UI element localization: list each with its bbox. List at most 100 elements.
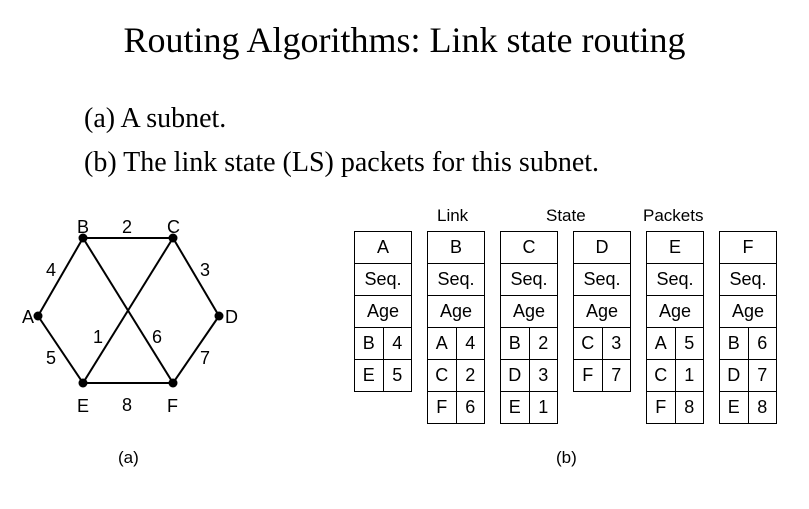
edge-a-b	[37, 237, 84, 317]
packet-link-row: E 5	[355, 360, 411, 392]
edge-c-d	[172, 237, 220, 317]
cost: 5	[684, 333, 695, 353]
packet-age: Age	[501, 296, 557, 328]
weight-a-b: 4	[46, 260, 56, 280]
cost: 8	[757, 397, 768, 417]
packet-router: C	[501, 232, 557, 264]
cost: 5	[392, 365, 403, 385]
packet-router: E	[647, 232, 703, 264]
packet-link-row: A 5	[647, 328, 703, 360]
cost: 6	[757, 333, 768, 353]
neighbor: D	[501, 360, 530, 391]
weight-c-d: 3	[200, 260, 210, 280]
cost: 7	[611, 365, 622, 385]
packet-age: Age	[574, 296, 630, 328]
ls-packet-e: E Seq. Age A 5 C 1 F 8	[646, 231, 704, 424]
node-f	[168, 378, 178, 388]
subnet-graph: A B C D E F 4 2 3 5 7 8 1 6	[22, 217, 238, 416]
cost: 6	[465, 397, 476, 417]
packet-seq: Seq.	[501, 264, 557, 296]
node-label-b: B	[77, 217, 89, 237]
neighbor: F	[428, 392, 457, 423]
ls-packet-b: B Seq. Age A 4 C 2 F 6	[427, 231, 485, 424]
neighbor: A	[428, 328, 457, 359]
bullet-ls-packets: (b) The link state (LS) packets for this…	[84, 147, 600, 178]
header-packets: Packets	[643, 206, 704, 225]
header-state: State	[546, 206, 586, 225]
weight-b-c: 2	[122, 217, 132, 237]
packet-router: A	[355, 232, 411, 264]
node-a	[33, 311, 43, 321]
packet-router: F	[720, 232, 776, 264]
packet-link-row: E 1	[501, 392, 557, 424]
neighbor: C	[428, 360, 457, 391]
packet-seq: Seq.	[720, 264, 776, 296]
packet-router: D	[574, 232, 630, 264]
neighbor: C	[574, 328, 603, 359]
neighbor: F	[574, 360, 603, 391]
packet-link-row: B 6	[720, 328, 776, 360]
neighbor: B	[355, 328, 384, 359]
header-link: Link	[437, 206, 469, 225]
cost: 2	[538, 333, 549, 353]
node-c	[168, 233, 178, 243]
edge-a-e	[37, 315, 84, 384]
packet-router: B	[428, 232, 484, 264]
packet-age: Age	[647, 296, 703, 328]
cost: 4	[392, 333, 403, 353]
bullet-subnet: (a) A subnet.	[84, 103, 227, 134]
weight-a-e: 5	[46, 348, 56, 368]
neighbor: A	[647, 328, 676, 359]
caption-a: (a)	[118, 448, 139, 467]
node-e	[78, 378, 88, 388]
neighbor: D	[720, 360, 749, 391]
cost: 3	[538, 365, 549, 385]
packet-link-row: F 8	[647, 392, 703, 424]
ls-packet-f: F Seq. Age B 6 D 7 E 8	[719, 231, 777, 424]
cost: 4	[465, 333, 476, 353]
weight-c-e: 1	[93, 327, 103, 347]
node-d	[214, 311, 224, 321]
packet-seq: Seq.	[428, 264, 484, 296]
cost: 3	[611, 333, 622, 353]
node-label-f: F	[167, 396, 178, 416]
packet-link-row: B 4	[355, 328, 411, 360]
neighbor: F	[647, 392, 676, 423]
packet-seq: Seq.	[355, 264, 411, 296]
weight-e-f: 8	[122, 395, 132, 415]
packet-link-row: B 2	[501, 328, 557, 360]
node-label-e: E	[77, 396, 89, 416]
neighbor: E	[355, 360, 384, 391]
neighbor: B	[720, 328, 749, 359]
cost: 8	[684, 397, 695, 417]
ls-packet-c: C Seq. Age B 2 D 3 E 1	[500, 231, 558, 424]
packet-link-row: E 8	[720, 392, 776, 424]
packet-age: Age	[720, 296, 776, 328]
cost: 7	[757, 365, 768, 385]
page-title: Routing Algorithms: Link state routing	[123, 20, 686, 60]
packet-link-row: A 4	[428, 328, 484, 360]
packet-age: Age	[355, 296, 411, 328]
cost: 1	[684, 365, 695, 385]
packet-link-row: D 7	[720, 360, 776, 392]
cost: 2	[465, 365, 476, 385]
edge-d-f	[172, 315, 220, 384]
packet-link-row: C 2	[428, 360, 484, 392]
node-b	[78, 233, 88, 243]
edge-b-f	[82, 237, 174, 384]
cost: 1	[538, 397, 549, 417]
neighbor: C	[647, 360, 676, 391]
packet-link-row: C 1	[647, 360, 703, 392]
ls-packet-d: D Seq. Age C 3 F 7	[573, 231, 631, 392]
node-label-d: D	[225, 307, 238, 327]
weight-b-f: 6	[152, 327, 162, 347]
weight-d-f: 7	[200, 348, 210, 368]
node-label-c: C	[167, 217, 180, 237]
packet-age: Age	[428, 296, 484, 328]
neighbor: E	[720, 392, 749, 423]
packet-link-row: C 3	[574, 328, 630, 360]
packet-link-row: F 7	[574, 360, 630, 392]
neighbor: B	[501, 328, 530, 359]
packet-seq: Seq.	[647, 264, 703, 296]
packet-link-row: F 6	[428, 392, 484, 424]
